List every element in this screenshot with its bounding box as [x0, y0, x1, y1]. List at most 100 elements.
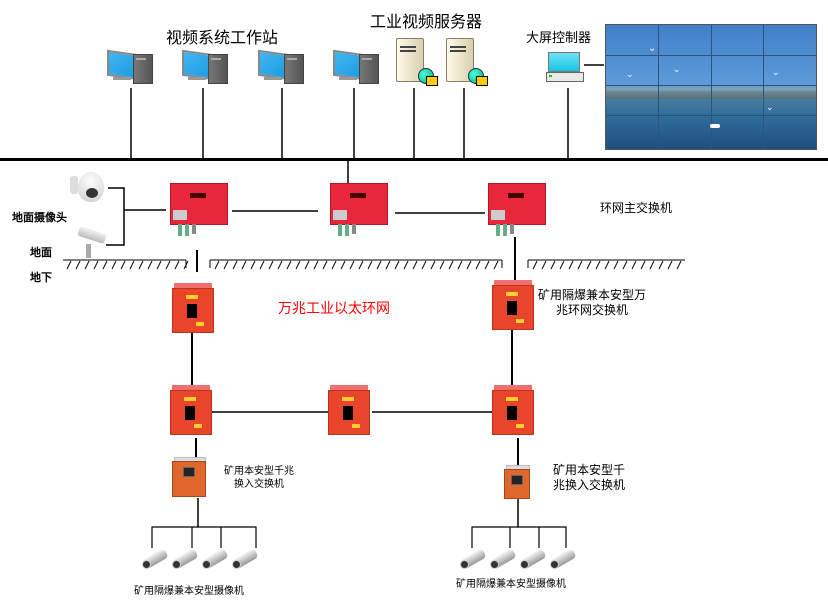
wall-grid-h2	[606, 85, 816, 86]
access-switch-icon	[502, 465, 530, 499]
ring-main-switch-icon	[488, 183, 546, 243]
hatch-tick	[577, 260, 583, 270]
hatch-tick	[304, 260, 310, 270]
hatch-tick	[457, 260, 463, 270]
access-switch-right-label-line1: 矿用本安型千	[553, 463, 626, 477]
hatch-tick	[120, 260, 126, 270]
screen-controller-icon	[546, 52, 584, 82]
seagull-icon: ⌄	[626, 70, 634, 80]
ring-main-switch-icon	[170, 183, 228, 243]
mine-ring-switch-label: 矿用隔爆兼本安型万 兆环网交换机	[538, 288, 646, 318]
ground-hatch	[63, 259, 685, 268]
access-switch-right-label: 矿用本安型千 兆换入交换机	[553, 463, 625, 493]
hatch-tick	[586, 260, 592, 270]
seagull-icon: ⌄	[673, 65, 681, 75]
hatch-tick	[129, 260, 135, 270]
ring-network-label: 万兆工业以太环网	[278, 301, 390, 317]
servers-label: 工业视频服务器	[370, 12, 483, 31]
ptz-dome-camera-icon	[70, 170, 106, 206]
server-icon	[396, 38, 438, 86]
hatch-tick	[430, 260, 436, 270]
hatch-tick	[475, 260, 481, 270]
access-switch-left-label-line1: 矿用本安型千兆	[224, 466, 294, 477]
ground-camera-label: 地面摄像头	[12, 211, 67, 224]
mine-ring-switch-label-line2: 兆环网交换机	[556, 303, 629, 317]
ring-main-switch-label: 环网主交换机	[600, 201, 673, 215]
wall-grid-h3	[606, 115, 816, 116]
seagull-icon: ⌄	[766, 103, 774, 113]
hatch-tick	[667, 260, 673, 270]
camera-bus-right	[471, 526, 567, 548]
mine-camera-icon	[548, 548, 578, 570]
wall-grid-v3	[763, 25, 764, 149]
hatch-tick	[403, 260, 409, 270]
mine-camera-icon	[518, 548, 548, 570]
access-switch-left-label: 矿用本安型千兆 换入交换机	[224, 466, 294, 491]
mine-ring-switch-label-line1: 矿用隔爆兼本安型万	[538, 288, 647, 302]
hatch-tick	[156, 260, 162, 270]
hatch-tick	[622, 260, 628, 270]
mine-cameras-right-label: 矿用隔爆兼本安型摄像机	[456, 579, 566, 590]
hatch-tick	[268, 260, 274, 270]
hatch-tick	[313, 260, 319, 270]
hatch-tick	[550, 260, 556, 270]
camera-bus-left	[151, 526, 257, 548]
hatch-tick	[232, 260, 238, 270]
bullet-camera-icon	[77, 225, 108, 258]
mine-camera-icon	[200, 548, 230, 570]
mine-ring-switch-icon	[328, 385, 370, 435]
mine-camera-icon	[458, 548, 488, 570]
hatch-tick	[421, 260, 427, 270]
hatch-tick	[376, 260, 382, 270]
hatch-tick	[604, 260, 610, 270]
seagull-icon: ⌄	[648, 43, 657, 54]
workstation-icon	[258, 49, 306, 86]
mine-camera-icon	[230, 548, 260, 570]
wall-grid-v2	[711, 25, 712, 149]
ground-label: 地面	[30, 246, 52, 259]
hatch-tick	[394, 260, 400, 270]
server-icon	[446, 38, 488, 86]
hatch-tick	[331, 260, 337, 270]
hatch-tick	[102, 260, 108, 270]
mine-camera-icon	[140, 548, 170, 570]
mine-cameras-left-label: 矿用隔爆兼本安型摄像机	[134, 586, 244, 597]
access-switch-right-label-line2: 兆换入交换机	[553, 478, 626, 492]
hatch-tick	[322, 260, 328, 270]
screen-controller-label: 大屏控制器	[526, 31, 592, 46]
hatch-tick	[358, 260, 364, 270]
hatch-tick	[214, 260, 220, 270]
hatch-tick	[241, 260, 247, 270]
hatch-tick	[532, 260, 538, 270]
hatch-tick	[75, 260, 81, 270]
hatch-tick	[613, 260, 619, 270]
hatch-tick	[439, 260, 445, 270]
hatch-tick	[640, 260, 646, 270]
hatch-tick	[484, 260, 490, 270]
hatch-tick	[277, 260, 283, 270]
hatch-tick	[676, 260, 682, 270]
hatch-tick	[385, 260, 391, 270]
hatch-tick	[412, 260, 418, 270]
hatch-tick	[66, 260, 72, 270]
video-wall: ⌄ ⌄ ⌄ ⌄ ⌄	[605, 24, 817, 150]
access-switch-icon	[170, 457, 206, 497]
hatch-tick	[223, 260, 229, 270]
workstation-icon	[182, 49, 230, 86]
hatch-tick	[295, 260, 301, 270]
hatch-tick	[174, 260, 180, 270]
seagull-icon	[710, 124, 720, 128]
wall-grid-v1	[658, 25, 659, 149]
wall-grid-h1	[606, 55, 816, 56]
hatch-tick	[165, 260, 171, 270]
hatch-tick	[649, 260, 655, 270]
access-switch-left-label-line2: 换入交换机	[234, 478, 284, 490]
hatch-tick	[466, 260, 472, 270]
hatch-tick	[631, 260, 637, 270]
seagull-icon: ⌄	[772, 68, 780, 78]
hatch-tick	[340, 260, 346, 270]
hatch-tick	[541, 260, 547, 270]
backbone-bus	[0, 158, 828, 161]
hatch-tick	[259, 260, 265, 270]
